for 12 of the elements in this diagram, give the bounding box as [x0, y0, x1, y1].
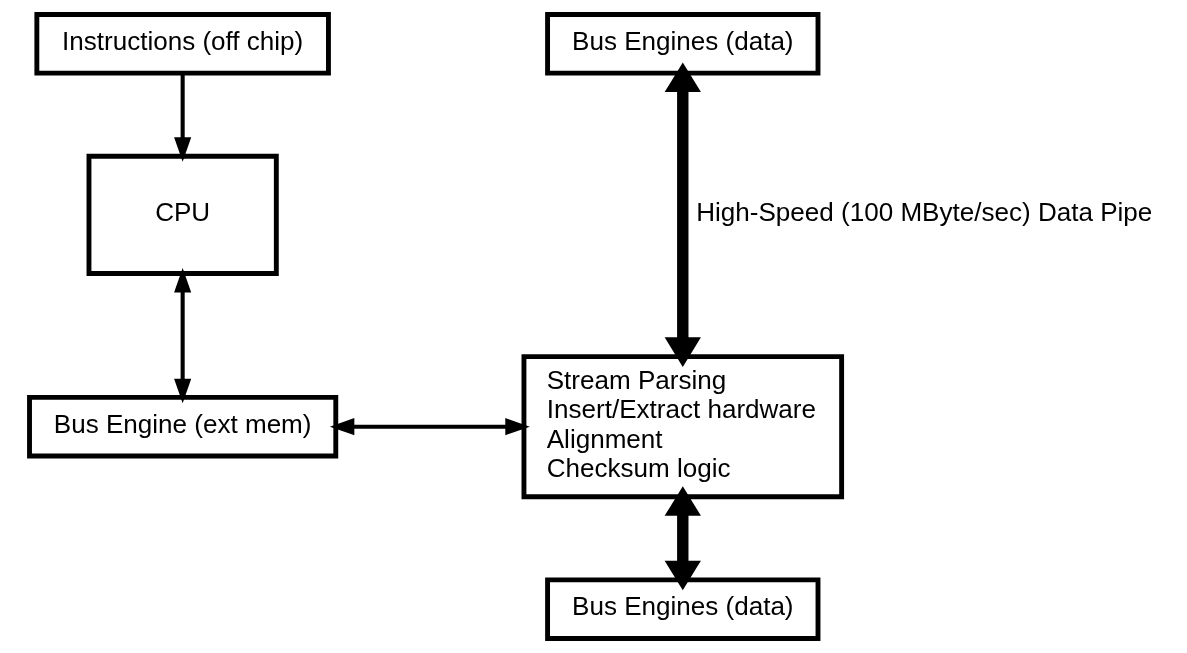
arrow — [329, 418, 530, 436]
node-box: Bus Engines (data) — [544, 577, 820, 641]
node-box: Bus Engine (ext mem) — [26, 394, 338, 459]
node-box: CPU — [86, 153, 279, 276]
edge-label: High-Speed (100 MByte/sec) Data Pipe — [695, 197, 1152, 228]
node-box: Instructions (off chip) — [33, 12, 331, 76]
node-box: Bus Engines (data) — [544, 12, 820, 76]
arrow — [664, 62, 701, 367]
arrow — [664, 486, 701, 591]
arrow — [173, 267, 191, 404]
arrow — [173, 73, 191, 162]
node-box: Stream Parsing Insert/Extract hardware Alignment Checksum logic — [521, 354, 844, 500]
